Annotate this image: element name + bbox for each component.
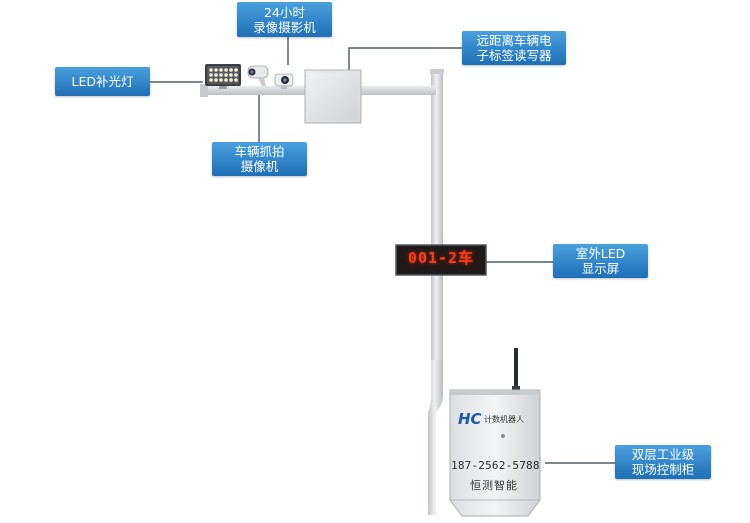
callout-line: 远距离车辆电 bbox=[476, 33, 552, 48]
pole-shaft bbox=[431, 72, 443, 362]
cabinet-phone: 187-2562-5788 bbox=[451, 459, 540, 472]
callout-line: 车辆抓拍 bbox=[234, 144, 285, 159]
callout-line: 24小时 bbox=[264, 4, 305, 20]
callout-line: 摄像机 bbox=[240, 159, 279, 174]
callout-recorder-camera: 24小时 录像摄影机 bbox=[237, 2, 332, 37]
callout-line: 双层工业级 bbox=[631, 447, 695, 462]
capture-camera bbox=[247, 65, 269, 86]
callout-line: 子标签读写器 bbox=[476, 48, 552, 63]
callout-capture-camera: 车辆抓拍 摄像机 bbox=[212, 142, 307, 176]
callout-outdoor-led: 室外LED 显示屏 bbox=[553, 244, 648, 278]
rfid-reader bbox=[304, 69, 362, 124]
cabinet-brand-logo: HC bbox=[458, 410, 482, 428]
cabinet-company: 恒测智能 bbox=[470, 479, 518, 492]
callout-line: 室外LED bbox=[575, 246, 626, 261]
callout-led-fill-light: LED补光灯 bbox=[55, 67, 150, 96]
leader-lines bbox=[150, 37, 615, 464]
callout-line: LED补光灯 bbox=[71, 74, 134, 89]
recorder-camera bbox=[274, 73, 294, 89]
led-display-text: 001-2车 bbox=[407, 249, 475, 267]
pole-lower-section bbox=[428, 360, 443, 515]
pole bbox=[428, 69, 444, 515]
callout-line: 录像摄影机 bbox=[253, 19, 316, 35]
antenna bbox=[512, 348, 520, 392]
callout-rfid-reader: 远距离车辆电 子标签读写器 bbox=[462, 31, 566, 65]
callout-line: 现场控制柜 bbox=[631, 462, 695, 477]
arm-mount-plate bbox=[200, 84, 208, 97]
callout-control-cabinet: 双层工业级 现场控制柜 bbox=[615, 445, 711, 479]
outdoor-led-display bbox=[395, 244, 487, 276]
cabinet-subtitle: 计数机器人 bbox=[484, 415, 524, 424]
pole-cap bbox=[430, 69, 444, 74]
callout-line: 显示屏 bbox=[581, 261, 620, 276]
led-fill-light bbox=[205, 64, 241, 89]
control-cabinet bbox=[449, 389, 541, 517]
leader-rfid-reader bbox=[348, 47, 462, 70]
